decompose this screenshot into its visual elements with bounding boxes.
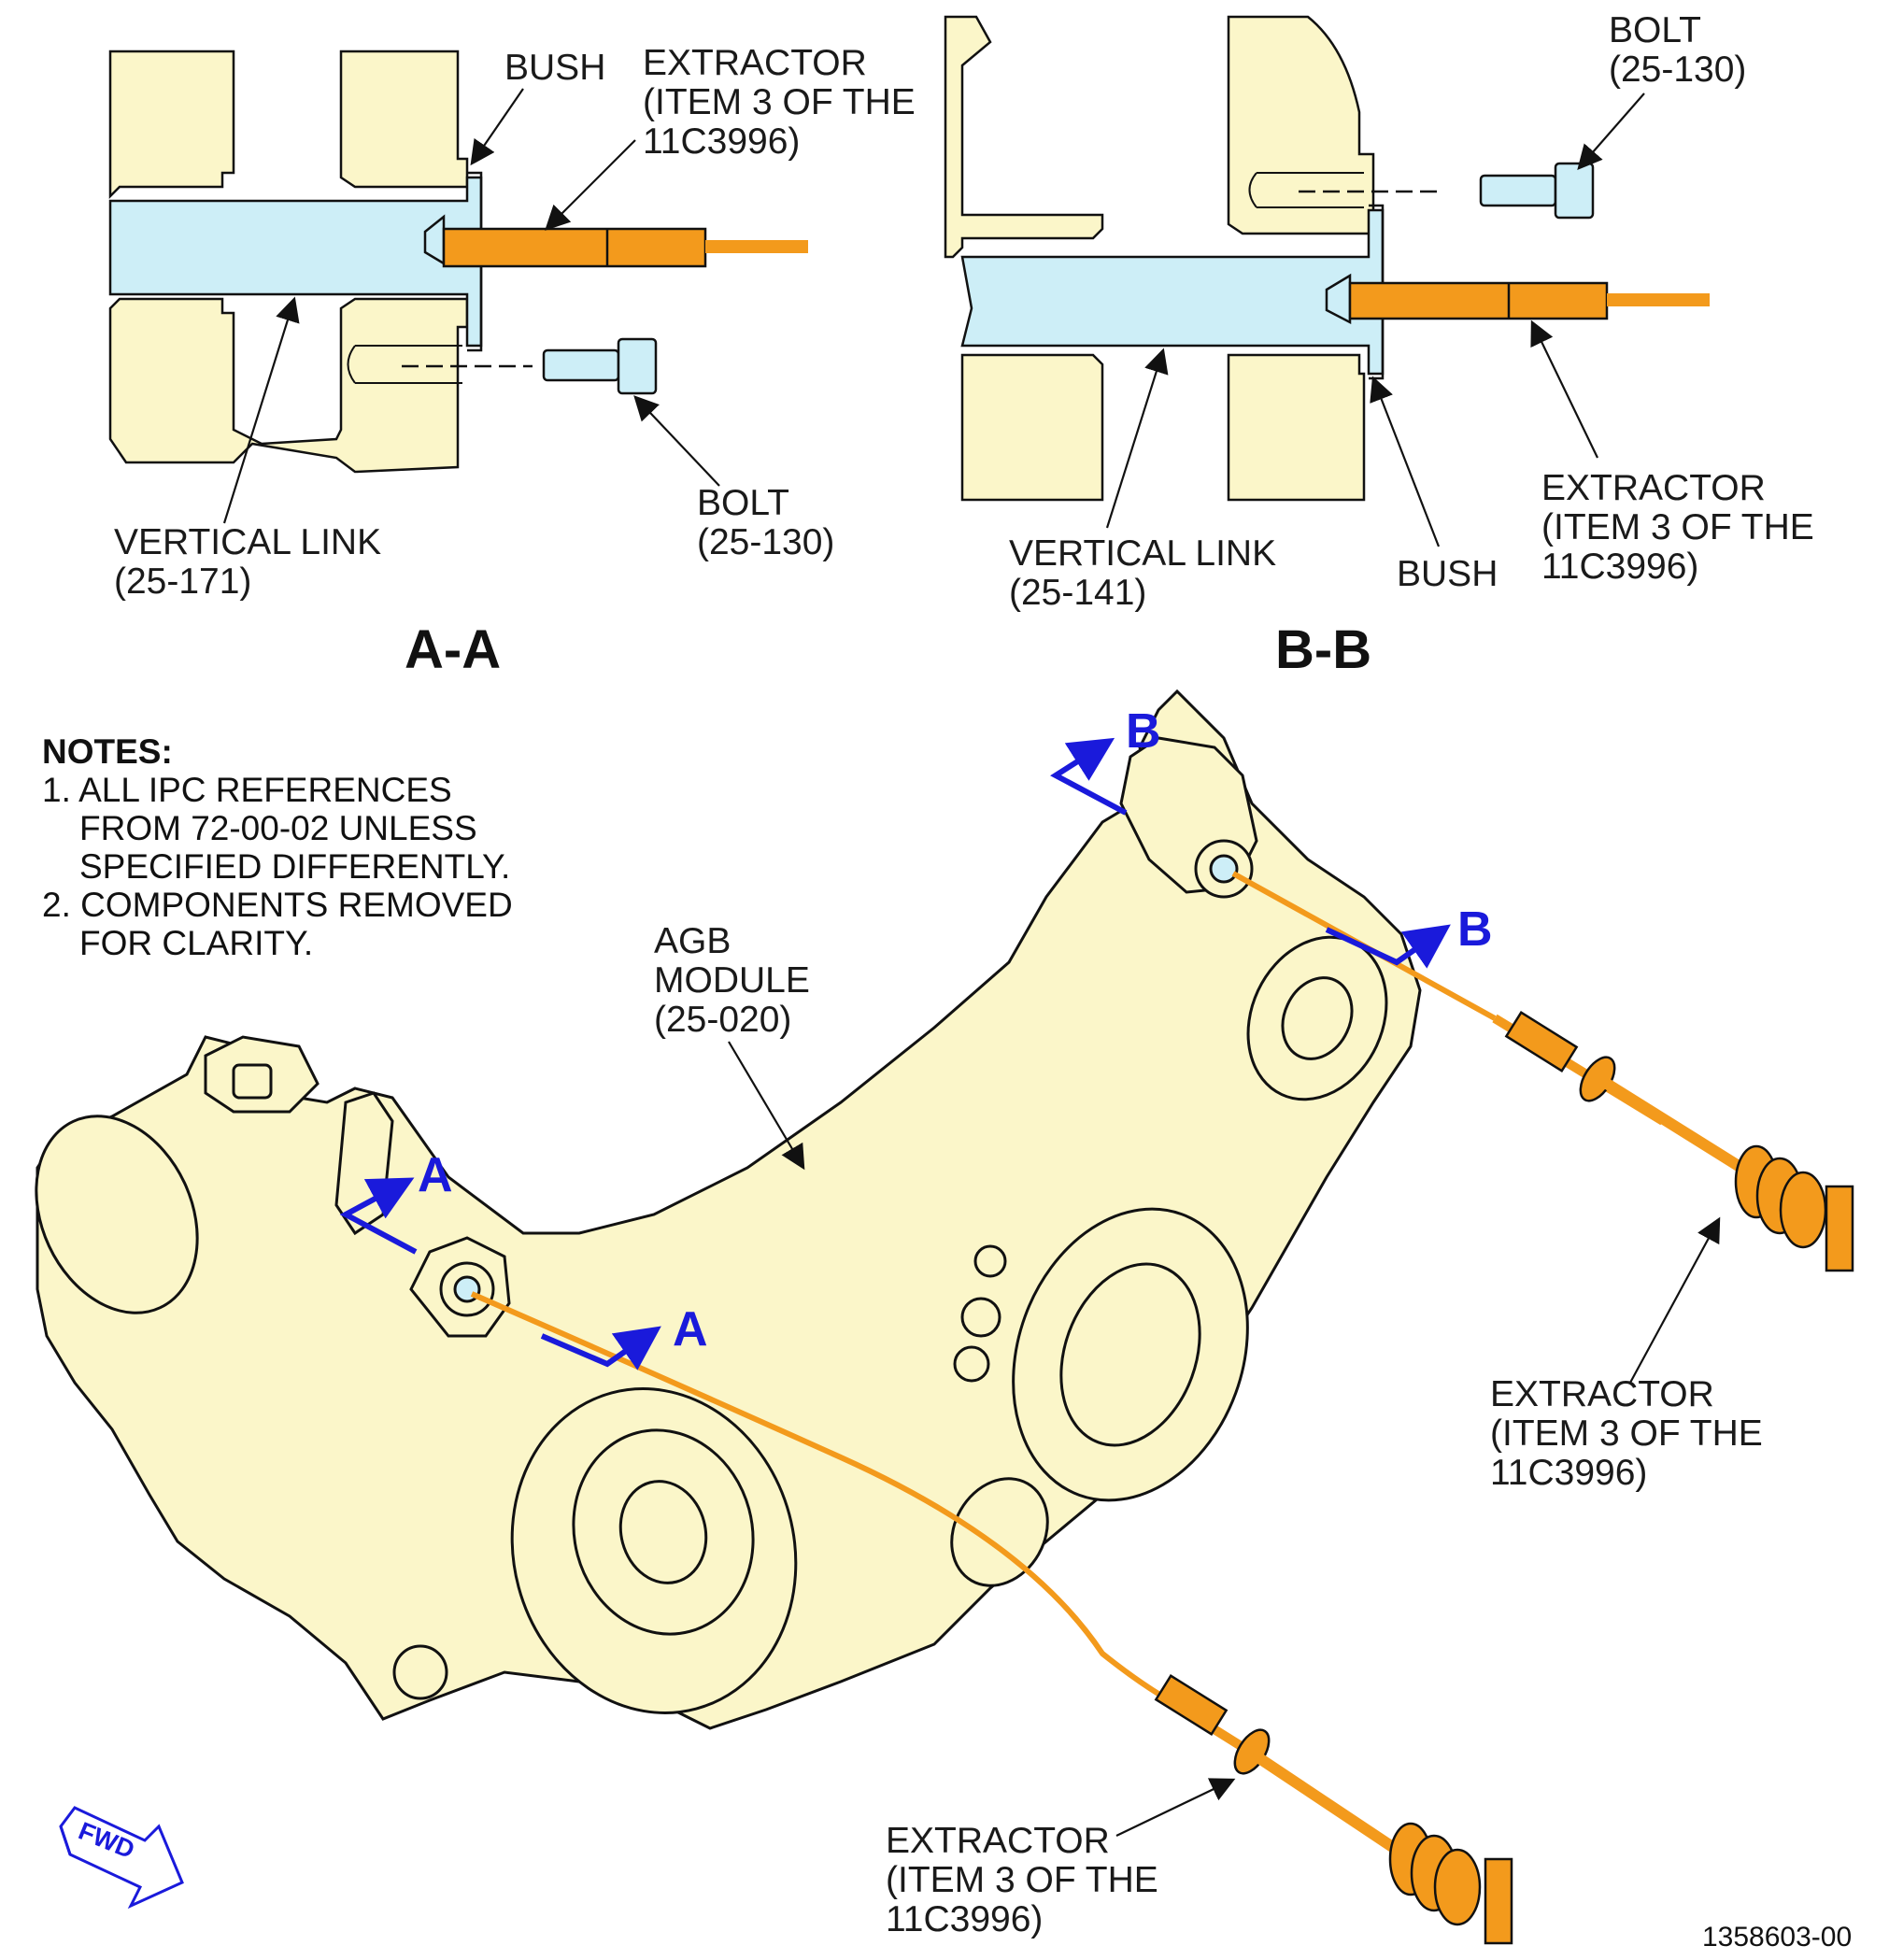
bottom-extractor-label-3: 11C3996) xyxy=(886,1899,1043,1939)
aa-extractor-label-1: EXTRACTOR xyxy=(643,43,867,83)
agb-label-1: AGB xyxy=(654,921,731,961)
aa-link-label-2: (25-171) xyxy=(114,561,251,602)
main-leaders xyxy=(728,1041,1721,1837)
bottom-extractor-label-2: (ITEM 3 OF THE xyxy=(886,1860,1158,1900)
notes-line-1: 1. ALL IPC REFERENCES xyxy=(42,771,452,809)
aa-extractor-label-3: 11C3996) xyxy=(643,121,800,162)
section-bb-leaders xyxy=(1105,92,1645,547)
section-aa-drawing xyxy=(108,50,658,474)
notes-line-3: SPECIFIED DIFFERENTLY. xyxy=(79,847,510,886)
bb-link-label-2: (25-141) xyxy=(1009,573,1146,613)
aa-bolt-label-2: (25-130) xyxy=(697,522,834,562)
bb-extractor-label-2: (ITEM 3 OF THE xyxy=(1541,507,1814,547)
figure-number: 1358603-00 xyxy=(1702,1922,1852,1953)
aa-extractor-label-2: (ITEM 3 OF THE xyxy=(643,82,916,122)
section-mark-b-right: B xyxy=(1457,902,1493,957)
agb-module-body xyxy=(35,689,1422,1730)
fwd-arrow-icon xyxy=(59,1806,184,1910)
aa-bolt-label-1: BOLT xyxy=(697,483,789,523)
bb-link-label-1: VERTICAL LINK xyxy=(1009,533,1276,574)
section-bb-extractor xyxy=(1325,273,1710,325)
notes-line-2: FROM 72-00-02 UNLESS xyxy=(79,809,477,847)
section-bb-drawing xyxy=(944,15,1595,502)
section-bb-title: B-B xyxy=(1275,619,1371,680)
right-extractor-label-3: 11C3996) xyxy=(1490,1453,1647,1493)
aa-bush-label: BUSH xyxy=(504,48,605,88)
agb-extractor-right xyxy=(1231,871,1854,1272)
notes-line-5: FOR CLARITY. xyxy=(79,924,313,962)
bb-bolt-label-2: (25-130) xyxy=(1609,50,1746,90)
bb-bolt-label-1: BOLT xyxy=(1609,10,1701,50)
section-markers xyxy=(339,737,1451,1371)
section-mark-a-left: A xyxy=(418,1148,453,1202)
agb-label-2: MODULE xyxy=(654,960,810,1001)
right-extractor-label-1: EXTRACTOR xyxy=(1490,1374,1714,1414)
right-extractor-label-2: (ITEM 3 OF THE xyxy=(1490,1413,1763,1454)
notes-title: NOTES: xyxy=(42,732,173,771)
bottom-extractor-label-1: EXTRACTOR xyxy=(886,1821,1110,1861)
bb-extractor-label-3: 11C3996) xyxy=(1541,547,1698,587)
section-mark-b-top: B xyxy=(1126,704,1161,759)
notes-line-4: 2. COMPONENTS REMOVED xyxy=(42,886,513,924)
bb-extractor-label-1: EXTRACTOR xyxy=(1541,468,1766,508)
section-aa-extractor xyxy=(423,214,808,268)
aa-link-label-1: VERTICAL LINK xyxy=(114,522,381,562)
section-mark-a-right: A xyxy=(673,1302,708,1356)
agb-label-3: (25-020) xyxy=(654,1000,791,1040)
section-aa-leaders xyxy=(222,88,720,524)
section-aa-title: A-A xyxy=(405,619,501,680)
bb-bush-label: BUSH xyxy=(1397,554,1498,594)
